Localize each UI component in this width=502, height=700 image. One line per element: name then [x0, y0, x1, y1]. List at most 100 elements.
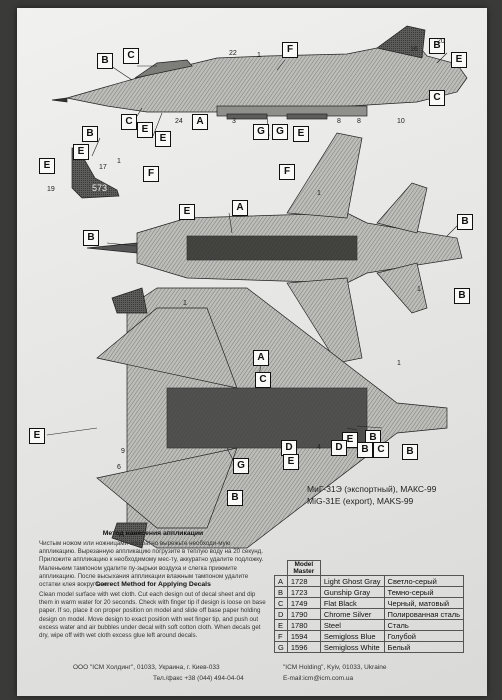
tail-code-text: 573 [92, 183, 107, 193]
callout-paint-f: F [282, 42, 298, 58]
callout-paint-b: B [357, 442, 373, 458]
paint-row: G 1596 Semigloss White Белый [274, 641, 465, 653]
callout-paint-b: B [454, 288, 470, 304]
paint-key: D [274, 608, 288, 620]
aircraft-drawings: 573 [46, 25, 468, 549]
paint-name-ru: Светло-серый [383, 575, 465, 587]
variant-caption-ru: МиГ-31Э (экспортный), МАКС-99 [307, 484, 437, 494]
part-number: 24 [175, 118, 183, 125]
paint-code: 1790 [286, 608, 321, 620]
footer-address-ru: ООО "ICM Холдинг", 01033, Украина, г. Ки… [73, 664, 220, 671]
method-title-ru: Метод нанесения аппликации [102, 530, 204, 537]
method-text-en: Clean model surface with wet cloth. Cut … [39, 591, 266, 640]
paint-table: Model Master A 1728 Light Ghost Gray Све… [274, 560, 465, 653]
part-number: 1 [183, 300, 187, 307]
paint-row: D 1790 Chrome Silver Полированная сталь [274, 608, 465, 620]
callout-paint-e: E [451, 52, 467, 68]
paint-code: 1596 [286, 641, 321, 653]
paint-row: F 1594 Semigloss Blue Голубой [274, 630, 465, 642]
callout-paint-e: E [293, 126, 309, 142]
callout-paint-c: C [121, 114, 137, 130]
callout-paint-g: G [233, 458, 249, 474]
method-text-ru: Чистым ножом или ножницами аккуратно выр… [39, 540, 264, 589]
paint-name-en: Steel [319, 619, 385, 631]
footer-email: E-mail:icm@icm.com.ua [283, 675, 354, 682]
part-number: 10 [397, 118, 405, 125]
part-number: 6 [117, 464, 121, 471]
callout-paint-b: B [83, 230, 99, 246]
paint-code: 1749 [286, 597, 321, 609]
callout-paint-e: E [73, 144, 89, 160]
instruction-sheet: 573 [17, 8, 487, 696]
callout-paint-g: G [253, 124, 269, 140]
top-view-drawing [86, 132, 463, 364]
callout-paint-e: E [155, 131, 171, 147]
callout-paint-a: A [192, 114, 208, 130]
callout-paint-a: A [253, 350, 269, 366]
paint-name-ru: Белый [383, 641, 465, 653]
paint-name-en: Chrome Silver [319, 608, 385, 620]
part-number: 4 [317, 444, 321, 451]
paint-key: E [274, 619, 288, 631]
paint-key: B [274, 586, 288, 598]
part-number: 16 [410, 46, 418, 53]
method-title-en: Correct Method for Applying Decals [95, 581, 211, 588]
paint-code: 1723 [286, 586, 321, 598]
model-master-header: Model Master [286, 560, 321, 576]
paint-name-en: Light Ghost Gray [319, 575, 385, 587]
paint-name-ru: Голубой [383, 630, 465, 642]
part-number: 3 [232, 118, 236, 125]
paint-key: C [274, 597, 288, 609]
part-number: 19 [47, 186, 55, 193]
variant-caption-en: MiG-31E (export), MAKS-99 [307, 496, 414, 506]
paint-name-en: Gunship Gray [319, 586, 385, 598]
paint-code: 1780 [286, 619, 321, 631]
paint-row: B 1723 Gunship Gray Темно-серый [274, 586, 465, 598]
footer-address-en: "ICM Holding", Kyiv, 01033, Ukraine [283, 664, 387, 671]
callout-paint-e: E [29, 428, 45, 444]
part-number: 1 [117, 158, 121, 165]
part-number: 8 [357, 118, 361, 125]
part-number: 9 [121, 448, 125, 455]
callout-paint-g: G [272, 124, 288, 140]
side-profile-drawing [51, 25, 468, 120]
paint-name-ru: Полированная сталь [383, 608, 465, 620]
paint-name-ru: Сталь [383, 619, 465, 631]
paint-key: F [274, 630, 288, 642]
paint-code: 1728 [286, 575, 321, 587]
paint-name-en: Flat Black [319, 597, 385, 609]
paint-key: G [274, 641, 288, 653]
paint-table-header: Model Master [275, 560, 464, 576]
paint-row: A 1728 Light Ghost Gray Светло-серый [274, 575, 465, 587]
callout-paint-d: D [331, 440, 347, 456]
paint-row: E 1780 Steel Сталь [274, 619, 465, 631]
paint-row: C 1749 Flat Black Черный, матовый [274, 597, 465, 609]
part-number: 1 [257, 52, 261, 59]
callout-paint-c: C [123, 48, 139, 64]
part-number: 1 [317, 190, 321, 197]
paint-name-ru: Темно-серый [383, 586, 465, 598]
callout-paint-e: E [283, 454, 299, 470]
part-number: 20 [437, 38, 445, 45]
paint-name-ru: Черный, матовый [383, 597, 465, 609]
callout-paint-f: F [279, 164, 295, 180]
paint-code: 1594 [286, 630, 321, 642]
callout-paint-e: E [179, 204, 195, 220]
callout-paint-b: B [429, 38, 445, 54]
callout-paint-c: C [429, 90, 445, 106]
callout-paint-c: C [255, 372, 271, 388]
part-number: 22 [229, 50, 237, 57]
callout-paint-b: B [97, 53, 113, 69]
part-number: 8 [337, 118, 341, 125]
footer-phone: Тел./факс +38 (044) 494-04-04 [153, 675, 244, 682]
callout-paint-e: E [39, 158, 55, 174]
callout-paint-f: F [143, 166, 159, 182]
paint-name-en: Semigloss White [319, 641, 385, 653]
callout-paint-b: B [82, 126, 98, 142]
paint-name-en: Semigloss Blue [319, 630, 385, 642]
part-number: 1 [417, 286, 421, 293]
callout-paint-b: B [227, 490, 243, 506]
part-number: 1 [397, 360, 401, 367]
part-number: 17 [99, 164, 107, 171]
callout-paint-a: A [232, 200, 248, 216]
